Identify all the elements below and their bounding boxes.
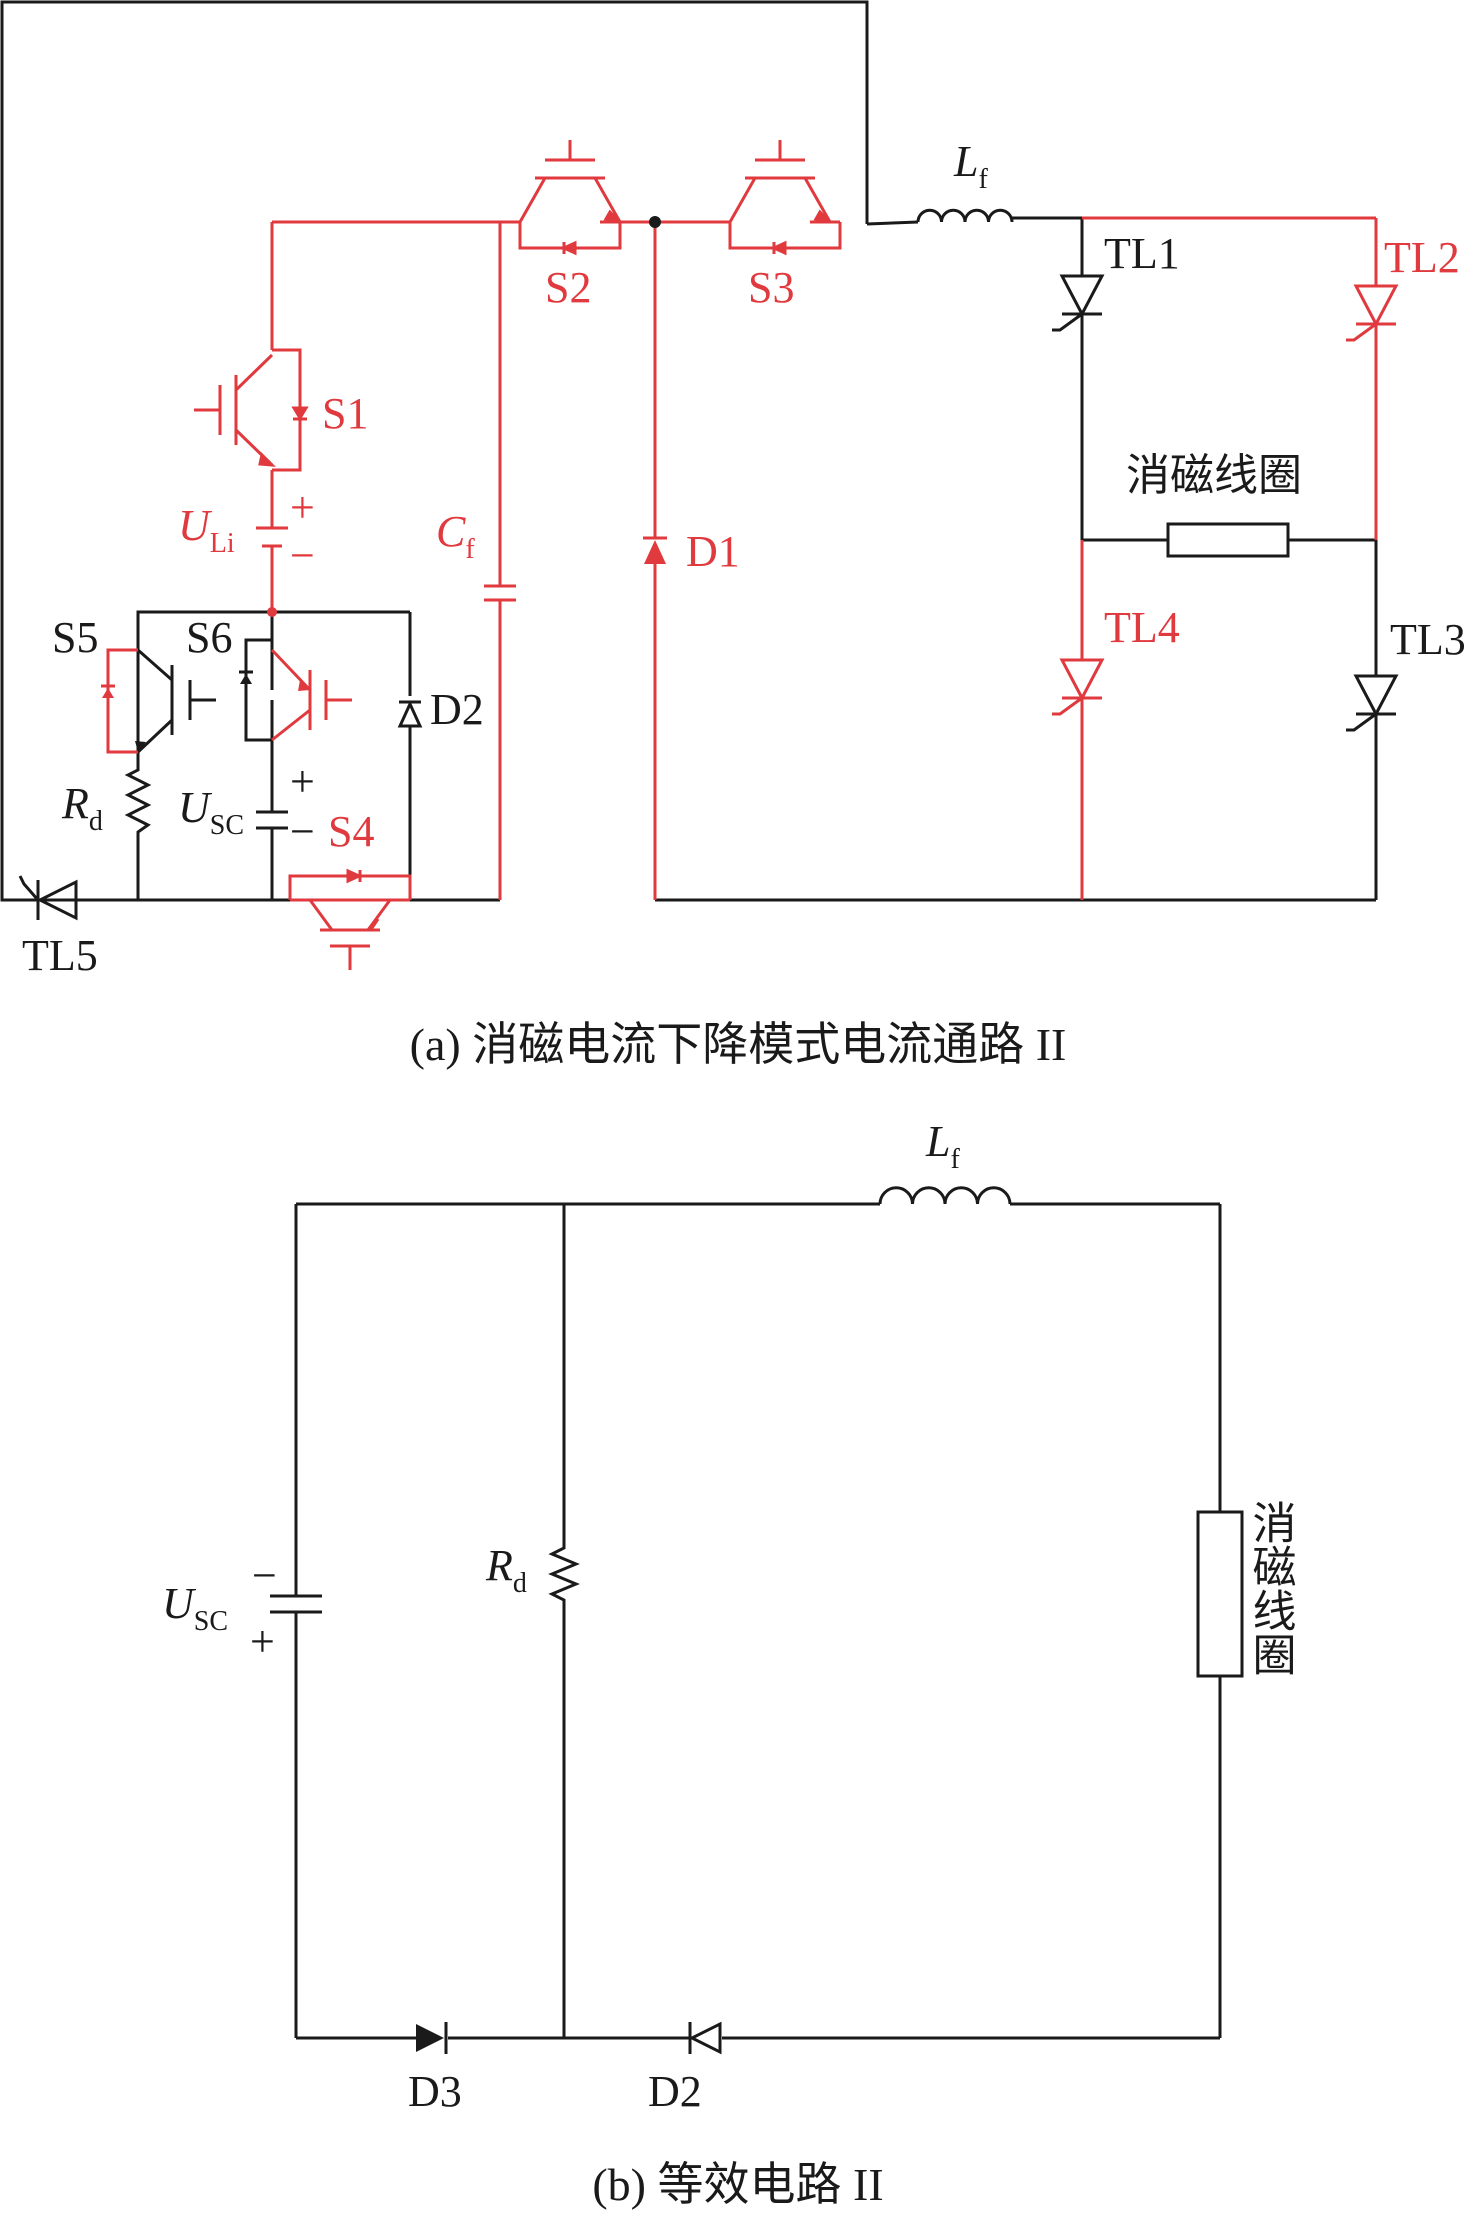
thyristor-tl4 [1052, 658, 1105, 716]
label-cf: Cf [436, 507, 475, 565]
diagram-b: Lf Rd USC − + 消磁线圈 D3 D2 (b) 等效电路 II [162, 1117, 1296, 2210]
label-tl1: TL1 [1104, 229, 1180, 278]
coil-b [1196, 1510, 1244, 1678]
polarity-minus-usc-b: − [252, 1551, 277, 1600]
label-tl4: TL4 [1104, 603, 1180, 652]
label-d2-a: D2 [430, 685, 484, 734]
label-d2-b: D2 [648, 2067, 702, 2116]
thyristor-tl1 [1052, 274, 1105, 332]
label-d3: D3 [408, 2067, 462, 2116]
diode-d3 [416, 2022, 448, 2054]
resistor-rd-b [548, 1540, 580, 1604]
diode-d1 [643, 536, 667, 564]
thyristor-tl3 [1346, 674, 1399, 732]
label-d1: D1 [686, 527, 740, 576]
label-tl2: TL2 [1384, 233, 1460, 282]
label-usc-b: USC [162, 1579, 228, 1637]
switch-s5 [101, 612, 216, 760]
switch-s2 [518, 140, 622, 256]
caption-a: (a) 消磁电流下降模式电流通路 II [410, 1019, 1067, 1070]
black-wires-a [0, 0, 1378, 902]
junction-dot [267, 607, 277, 617]
label-s3: S3 [748, 263, 794, 312]
coil-a [1166, 522, 1290, 558]
polarity-plus-usc-b: + [250, 1617, 275, 1666]
label-tl3: TL3 [1390, 615, 1466, 664]
inductor-lf-b [878, 1186, 1012, 1205]
thyristor-tl2 [1346, 284, 1399, 342]
label-s4: S4 [328, 807, 374, 856]
junction-dot [649, 216, 661, 228]
switch-s3 [728, 140, 842, 256]
diode-d2-b [688, 2021, 722, 2055]
diagram-a: S2 S3 S1 D1 S4 TL1 TL2 TL4 TL3 TL5 S5 S6… [0, 0, 1466, 1070]
polarity-plus-usc: + [290, 757, 315, 806]
label-s2: S2 [545, 263, 591, 312]
inductor-lf-a [916, 208, 1014, 223]
label-rd-a: Rd [61, 779, 103, 837]
caption-b: (b) 等效电路 II [592, 2159, 883, 2210]
capacitor-cf [484, 584, 516, 602]
diode-d2-a [397, 700, 423, 728]
label-uli: ULi [178, 501, 235, 559]
label-usc-a: USC [178, 783, 244, 841]
label-s6: S6 [186, 613, 232, 662]
label-s5: S5 [52, 613, 98, 662]
label-coil-a: 消磁线圈 [1126, 451, 1302, 500]
polarity-minus-uli: − [290, 531, 315, 580]
battery-uli [256, 526, 288, 548]
polarity-plus-uli: + [290, 483, 315, 532]
switch-s6 [239, 648, 352, 742]
label-coil-b: 消磁线圈 [1246, 1500, 1296, 1676]
polarity-minus-usc: − [290, 807, 315, 856]
red-wires-a [270, 216, 1378, 902]
label-lf-a: Lf [953, 137, 988, 195]
label-tl5: TL5 [22, 931, 98, 980]
capacitor-usc-b [270, 1594, 322, 1614]
wires-b [294, 1202, 1222, 2040]
switch-s4 [288, 868, 412, 970]
label-s1: S1 [322, 389, 368, 438]
thyristor-tl5 [18, 875, 78, 921]
label-lf-b: Lf [925, 1117, 960, 1175]
capacitor-usc-a [256, 810, 288, 830]
label-rd-b: Rd [485, 1541, 527, 1599]
switch-s1 [194, 348, 309, 472]
resistor-rd-a [124, 760, 152, 842]
